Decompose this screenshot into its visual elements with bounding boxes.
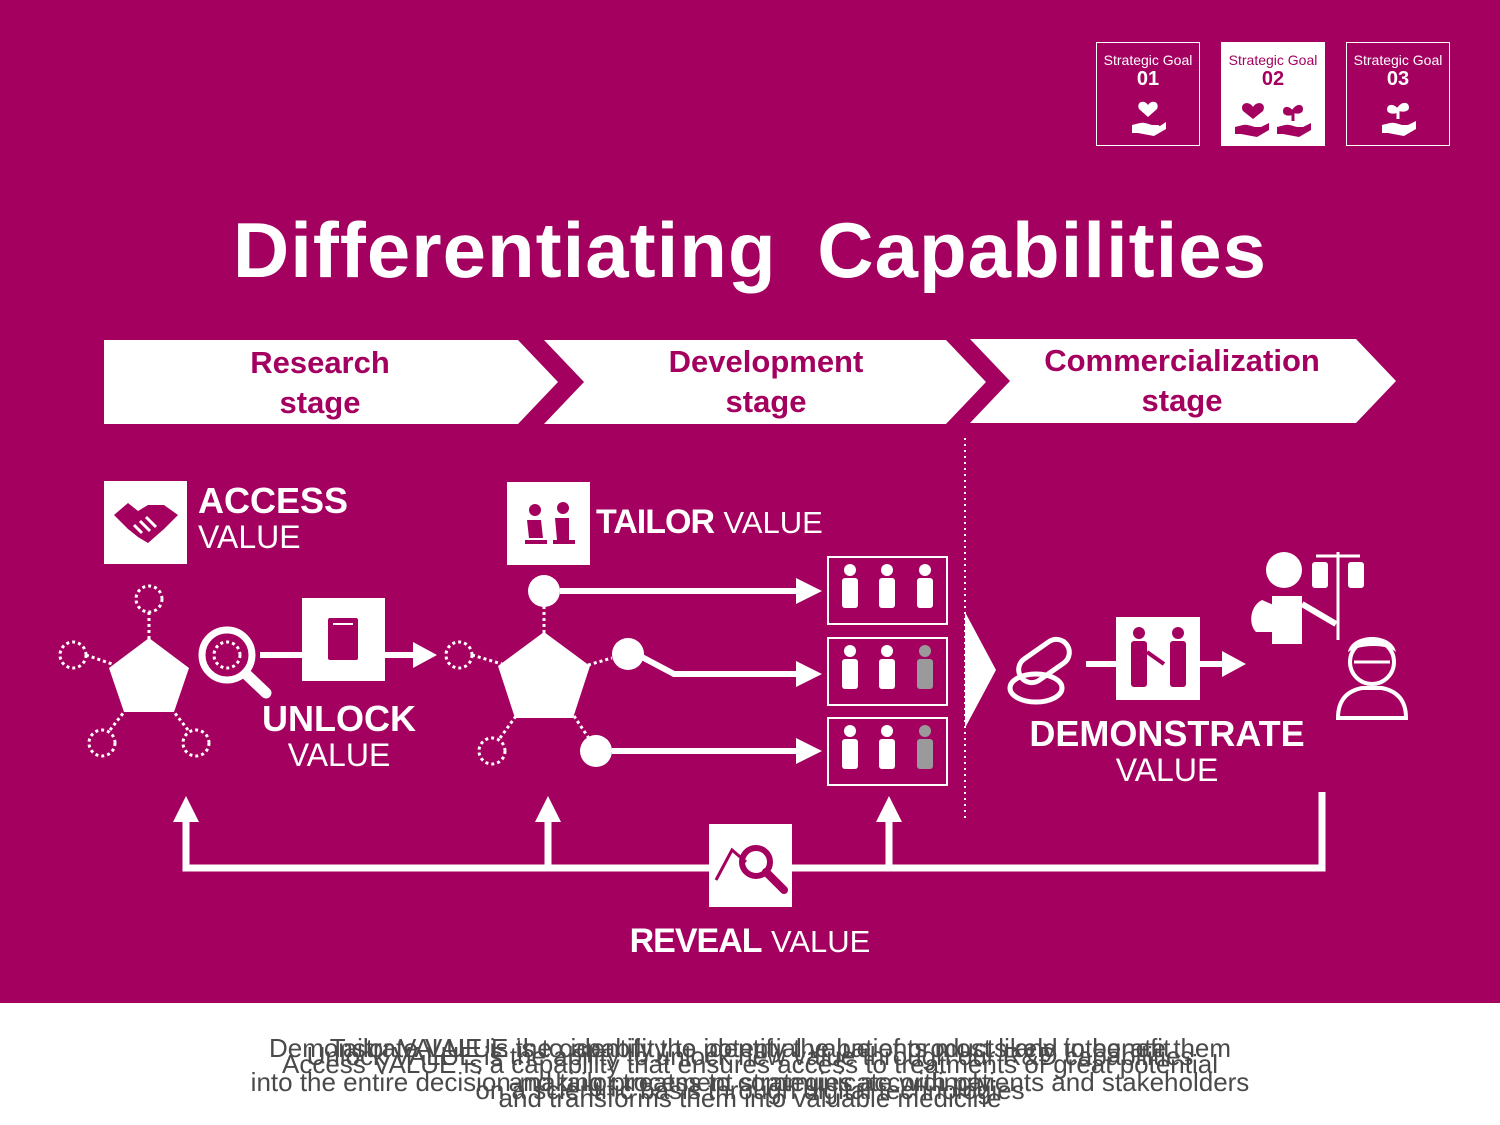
strategic-goal-03[interactable]: Strategic Goal 03 xyxy=(1346,42,1450,146)
goal-label: Strategic Goal xyxy=(1228,52,1318,68)
process-diagram xyxy=(58,339,1409,907)
magnifier-icon xyxy=(198,626,272,699)
stage-chevron-research xyxy=(104,340,558,424)
pills-icon xyxy=(1007,636,1072,705)
demonstrate-value-label: DEMONSTRATE VALUE xyxy=(1029,713,1305,788)
heart-hand-icon xyxy=(1132,101,1166,136)
divider-chevron xyxy=(965,612,996,728)
access-icon-box xyxy=(104,481,187,564)
stage-chevron-development xyxy=(544,340,986,424)
caption-access: Access VALUE is a capability that ensure… xyxy=(282,1049,1218,1113)
page-title: Differentiating Capabilities xyxy=(232,206,1268,294)
unlock-network-graph xyxy=(58,584,211,758)
patient-iv-icon xyxy=(1251,552,1364,644)
reveal-value-label: REVEAL VALUE xyxy=(629,922,871,960)
book-icon xyxy=(328,618,358,660)
heart-hands-plant-icon xyxy=(1235,103,1311,137)
patient-group-3 xyxy=(827,717,948,786)
arrow-head xyxy=(413,642,437,668)
reveal-icon-box xyxy=(709,824,792,907)
tailor-value-label: TAILOR VALUE xyxy=(596,503,823,541)
caption-demonstrate: Demonstrate VALUE is to identify the pot… xyxy=(250,1033,1250,1097)
goal-number: 02 xyxy=(1261,68,1285,90)
strategic-goal-02[interactable]: Strategic Goal 02 xyxy=(1221,42,1325,146)
diagram-canvas: Strategic Goal 01 Strategic Goal 02 Stra… xyxy=(0,0,1500,1003)
caption-unlock: Unlock VALUE is the ability to unlock ne… xyxy=(306,1041,1194,1105)
patient-group-1 xyxy=(827,556,948,625)
goal-label: Strategic Goal xyxy=(1353,52,1443,68)
caption-tailor: Tailor VALUE is the capability to identi… xyxy=(329,1033,1171,1097)
stage-chevron-commercialization xyxy=(970,339,1396,423)
patient-group-2 xyxy=(827,637,948,706)
unlock-value-label: UNLOCK VALUE xyxy=(262,698,416,773)
handshake-icon xyxy=(114,503,178,543)
strategic-goal-01[interactable]: Strategic Goal 01 xyxy=(1096,42,1200,146)
tailor-icon-box xyxy=(507,482,590,565)
goal-label: Strategic Goal xyxy=(1103,52,1193,68)
tailor-network-graph xyxy=(444,575,644,767)
caption-area: Demonstrate VALUE is to identify the pot… xyxy=(0,1003,1500,1125)
doctor-icon xyxy=(1335,637,1409,720)
doctor-consult-icon xyxy=(1131,627,1186,687)
goal-number: 01 xyxy=(1136,68,1160,90)
plant-hand-icon xyxy=(1382,102,1416,136)
consultation-icon xyxy=(525,502,575,544)
analytics-search-icon xyxy=(714,845,788,894)
goal-number: 03 xyxy=(1386,68,1410,90)
access-value-label: ACCESS VALUE xyxy=(198,480,349,555)
